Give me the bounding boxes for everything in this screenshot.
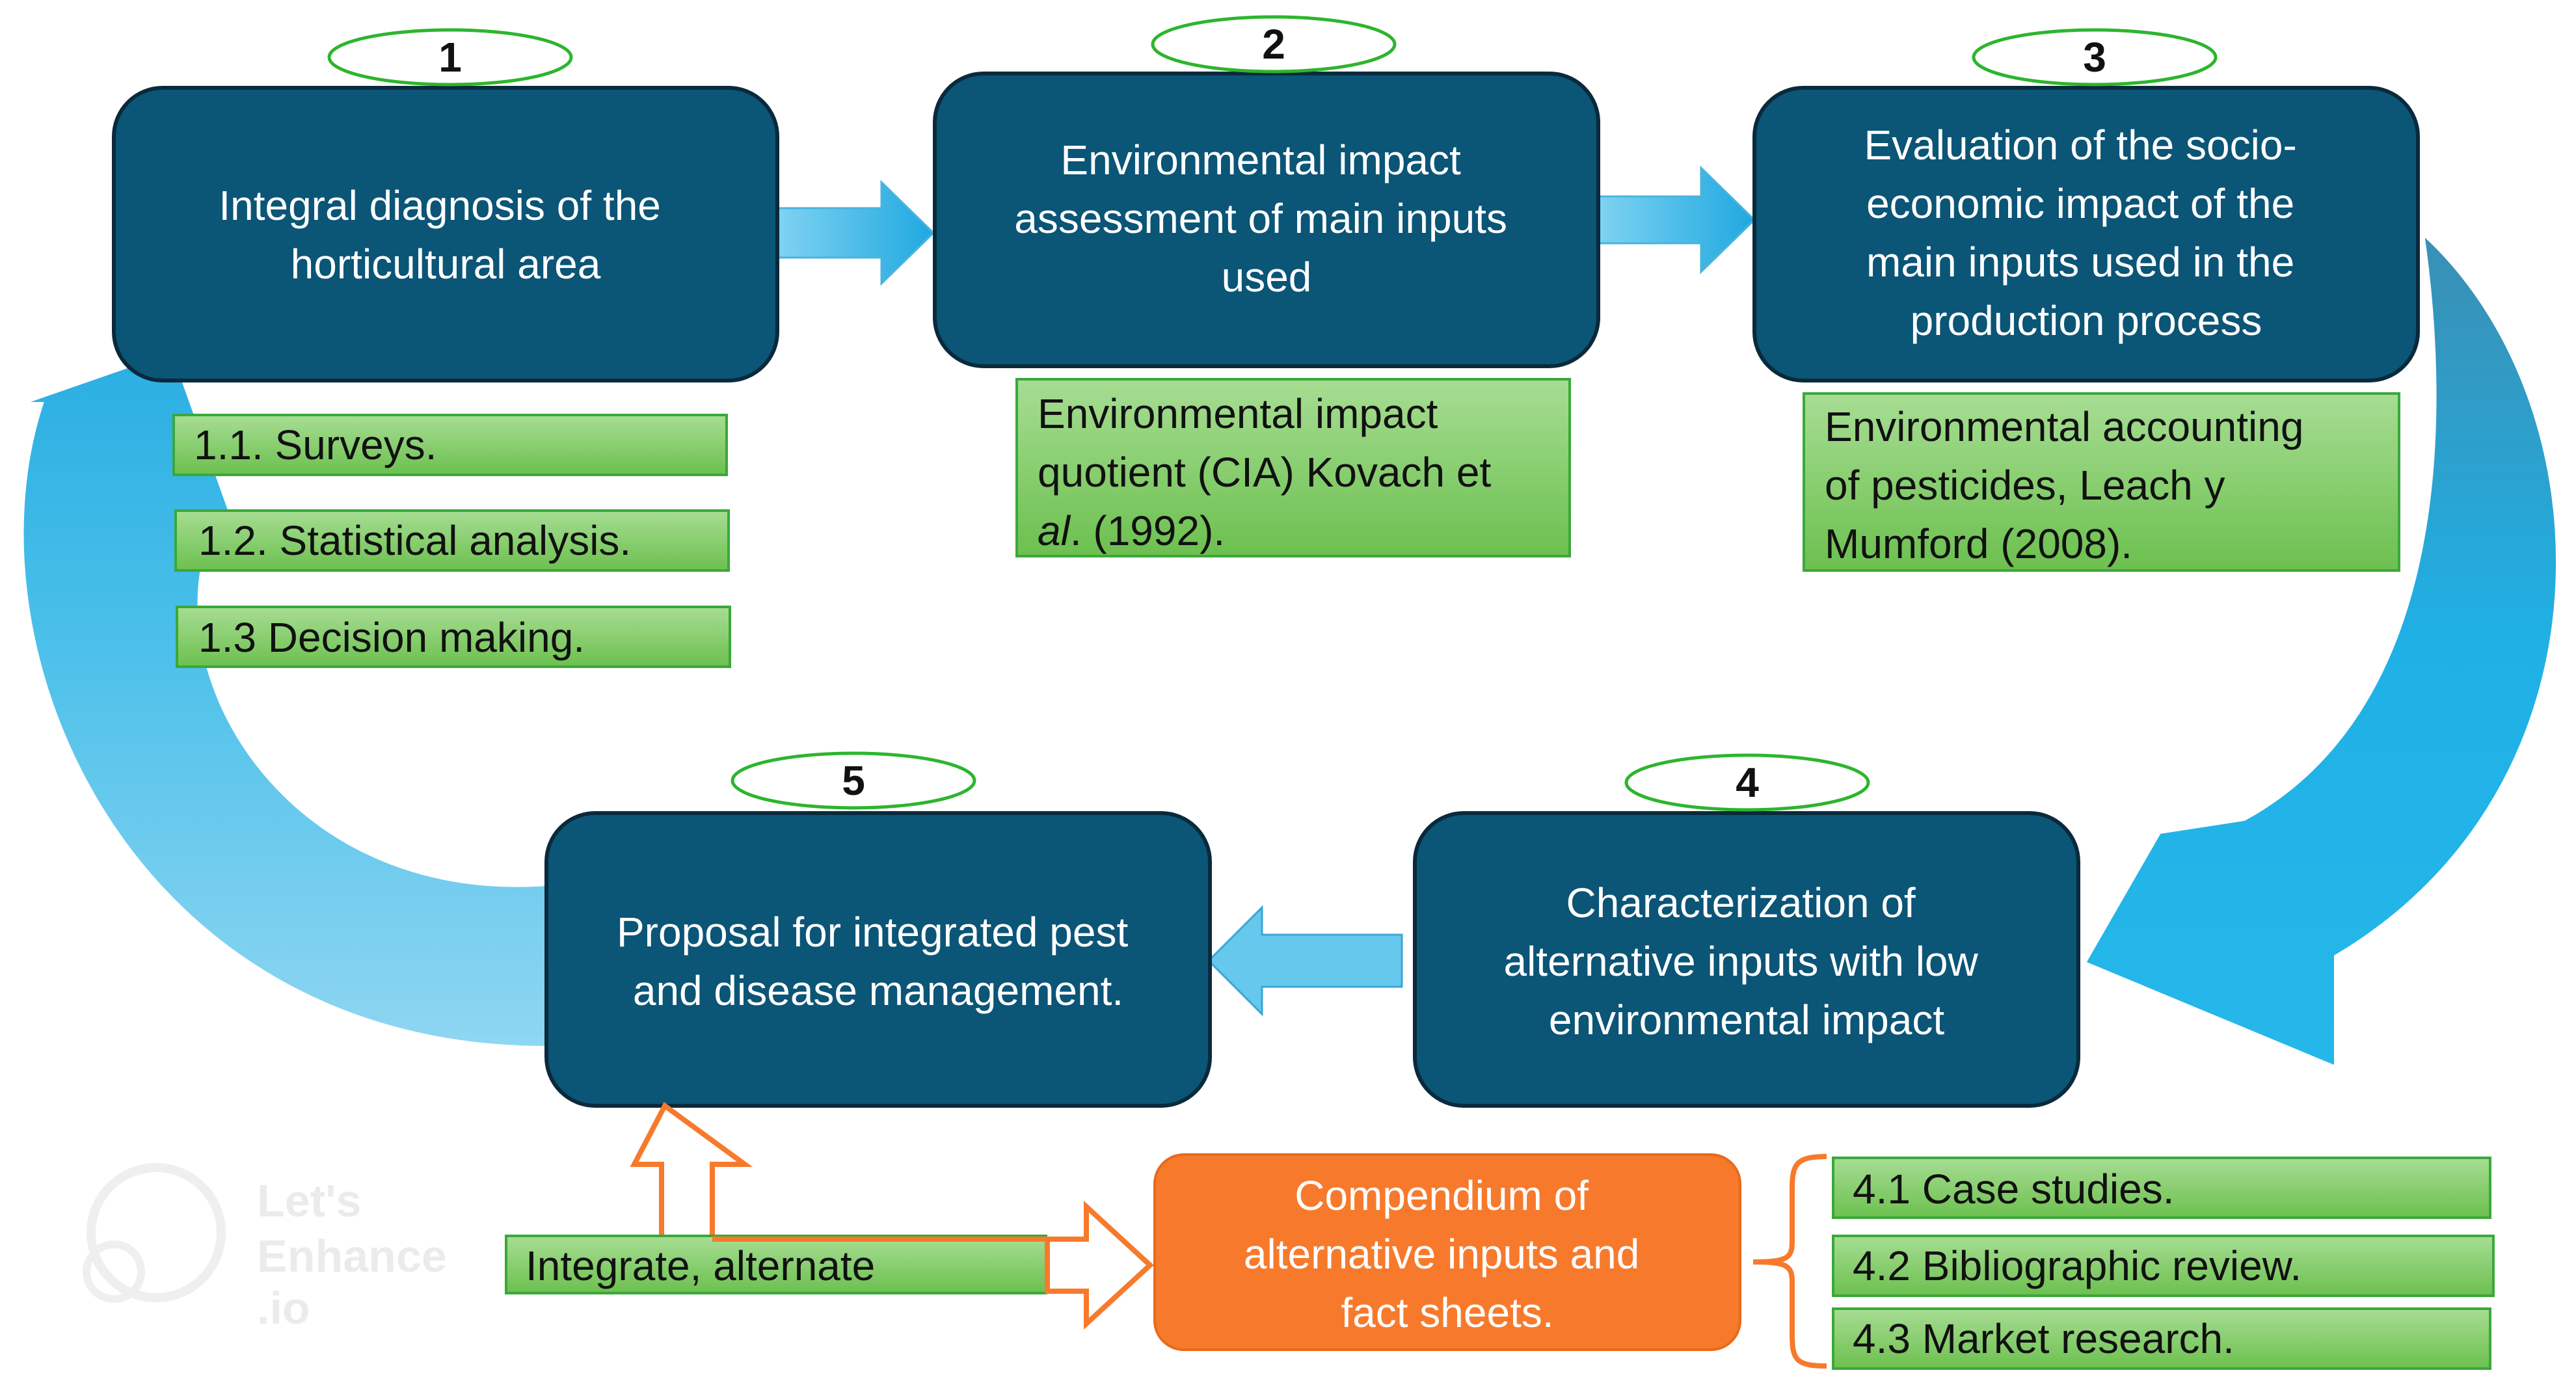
orange-up-arrow — [630, 1102, 753, 1242]
step-1-box: Integral diagnosis of the horticultural … — [112, 86, 779, 382]
svg-text:1.2. Statistical analysis.: 1.2. Statistical analysis. — [198, 517, 631, 564]
orange-brace — [1752, 1154, 1827, 1369]
step-5-text: Proposal for integrated pest and disease… — [617, 909, 1140, 1014]
step-number-5: 5 — [731, 751, 976, 810]
svg-text:3: 3 — [2083, 34, 2106, 81]
step-5-box: Proposal for integrated pest and disease… — [544, 811, 1212, 1108]
step-4-note-bibliographic-review: 4.2 Bibliographic review. — [1832, 1235, 2495, 1297]
step-4-text: Characterization of alternative inputs w… — [1503, 879, 1989, 1043]
step-3-box: Evaluation of the socio- economic impact… — [1752, 86, 2420, 382]
step-1-text: Integral diagnosis of the horticultural … — [219, 182, 672, 288]
svg-text:2: 2 — [1262, 21, 1285, 68]
step-2-text: Environmental impact assessment of main … — [1014, 137, 1518, 301]
svg-text:5: 5 — [842, 757, 865, 804]
svg-text:Integrate, alternate: Integrate, alternate — [526, 1242, 875, 1289]
step-1-note-decision-making: 1.3 Decision making. — [176, 606, 731, 668]
compendium-text: Compendium of alternative inputs and fac… — [1244, 1172, 1651, 1336]
svg-text:1.3 Decision making.: 1.3 Decision making. — [198, 614, 585, 661]
compendium-box: Compendium of alternative inputs and fac… — [1153, 1153, 1741, 1351]
step-3-note-text: Environmental accounting of pesticides, … — [1825, 403, 2315, 567]
watermark-line-3: .io — [257, 1283, 310, 1333]
arrow-1-to-2 — [776, 180, 935, 286]
svg-text:1: 1 — [438, 34, 462, 81]
watermark: Let's Enhance .io — [83, 1163, 447, 1333]
svg-text:4.3 Market research.: 4.3 Market research. — [1853, 1315, 2234, 1362]
svg-text:4.2 Bibliographic review.: 4.2 Bibliographic review. — [1853, 1242, 2301, 1289]
integrate-note: Integrate, alternate — [505, 1235, 1047, 1294]
orange-right-arrow — [712, 1200, 1154, 1330]
step-2-note-text: Environmental impact quotient (CIA) Kova… — [1038, 390, 1503, 554]
step-4-note-case-studies: 4.1 Case studies. — [1832, 1157, 2491, 1219]
step-4-note-market-research: 4.3 Market research. — [1832, 1307, 2491, 1370]
step-1-note-statistical-analysis: 1.2. Statistical analysis. — [174, 509, 730, 572]
svg-text:4: 4 — [1736, 759, 1759, 806]
arrow-4-to-5 — [1207, 905, 1403, 1017]
step-3-text: Evaluation of the socio- economic impact… — [1864, 122, 2308, 344]
step-2-box: Environmental impact assessment of main … — [933, 72, 1600, 368]
watermark-line-2: Enhance — [257, 1231, 447, 1281]
curved-arrow-3-to-4 — [2083, 230, 2559, 1069]
watermark-line-1: Let's — [257, 1175, 362, 1226]
step-number-2: 2 — [1151, 15, 1397, 74]
step-3-note-environmental-accounting: Environmental accounting of pesticides, … — [1803, 392, 2400, 572]
step-2-note-cia: Environmental impact quotient (CIA) Kova… — [1015, 378, 1571, 557]
step-4-box: Characterization of alternative inputs w… — [1413, 811, 2080, 1108]
step-number-4: 4 — [1624, 753, 1870, 812]
step-1-note-surveys: 1.1. Surveys. — [172, 414, 728, 476]
arrow-2-to-3 — [1596, 165, 1756, 274]
curved-arrow-5-to-1 — [21, 349, 548, 1049]
svg-text:4.1 Case studies.: 4.1 Case studies. — [1853, 1166, 2175, 1212]
step-number-1: 1 — [327, 28, 573, 87]
svg-text:1.1. Surveys.: 1.1. Surveys. — [194, 422, 437, 468]
step-number-3: 3 — [1972, 28, 2218, 87]
